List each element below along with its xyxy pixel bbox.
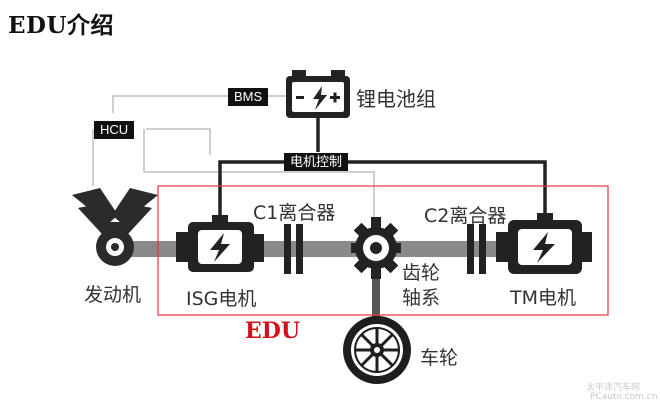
c1-clutch-icon <box>284 224 303 274</box>
c1-clutch-label: C1离合器 <box>253 202 336 224</box>
signal-wires <box>92 95 375 222</box>
edu-label: EDU <box>245 318 301 344</box>
page-title: EDU介绍 <box>8 12 115 39</box>
battery-icon <box>286 70 350 118</box>
watermark-line1: 太平洋汽车网 <box>586 383 641 393</box>
isg-motor-label: ISG电机 <box>186 288 257 310</box>
tm-motor-label: TM电机 <box>510 287 576 309</box>
c2-clutch-label: C2离合器 <box>424 205 507 227</box>
wheel-shaft <box>372 262 380 322</box>
power-wires <box>218 117 547 218</box>
engine-icon <box>72 188 158 266</box>
engine-label: 发动机 <box>84 284 142 306</box>
tm-motor-icon <box>496 213 592 274</box>
edu-boundary-box <box>157 185 609 316</box>
isg-motor-icon <box>176 215 264 272</box>
c2-clutch-icon <box>467 224 486 274</box>
watermark-line2: PCauto.com.cn <box>590 392 658 402</box>
bms-tag: BMS <box>228 88 269 106</box>
hcu-tag: HCU <box>94 121 135 139</box>
wheel-label: 车轮 <box>420 347 459 369</box>
gear-icon <box>351 217 401 279</box>
gear-shaft-label-line1: 齿轮 <box>402 262 441 284</box>
gear-shaft-label-line2: 轴系 <box>402 287 441 309</box>
motor-control-tag: 电机控制 <box>284 153 349 171</box>
battery-label: 锂电池组 <box>356 87 436 111</box>
wheel-icon <box>343 316 411 384</box>
